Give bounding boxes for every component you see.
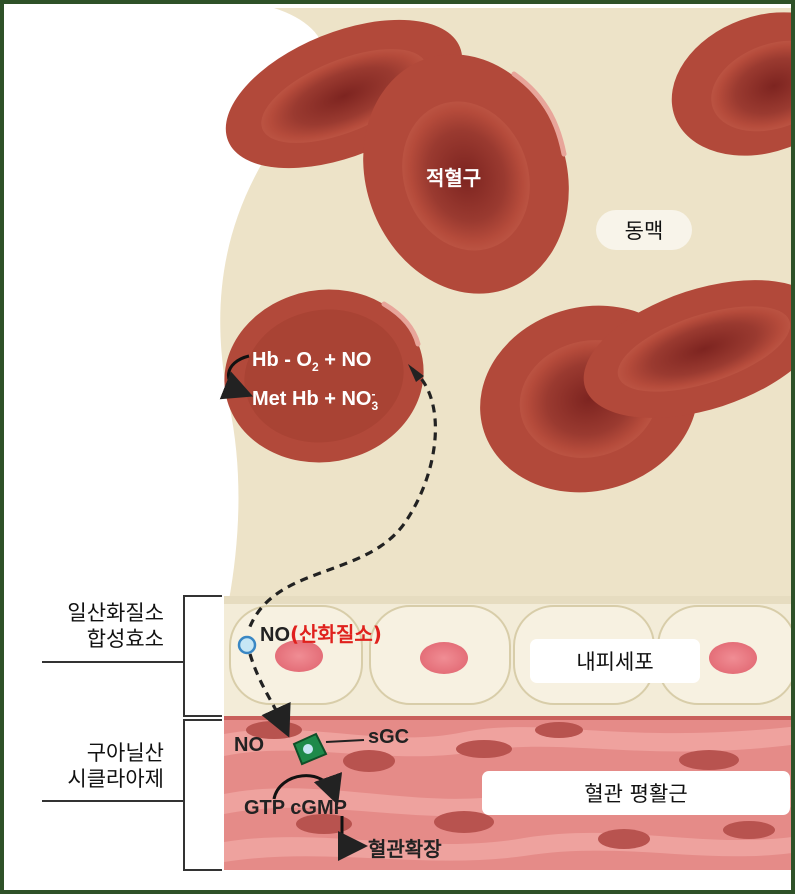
reaction-line-2: Met Hb + NO-3: [252, 386, 379, 413]
guanylate-cyclase-label: 구아닐산 시클라아제: [44, 740, 164, 793]
reaction-line-1: Hb - O2 + NO: [252, 349, 372, 374]
reaction-text: Hb - O2 + NO Met Hb + NO-3: [252, 344, 378, 415]
nos-label: 일산화질소 합성효소: [44, 600, 164, 653]
rbc-reaction: [224, 289, 424, 463]
no-endothelial-label: NO(산화질소): [260, 622, 382, 646]
reaction-cycle-arrow-icon: [219, 354, 254, 400]
no-molecule-icon: [237, 635, 257, 655]
artery-label: 동맥: [596, 210, 692, 250]
rbc-top-right: [671, 12, 791, 156]
vasodilation-label: 혈관확장: [368, 837, 442, 861]
endothelial-label: 내피세포: [530, 639, 700, 683]
gcyc-label-line-1: 구아닐산: [86, 741, 164, 765]
gcyc-label-line-2: 시클라아제: [67, 767, 164, 792]
no-diffusion-arrowhead-icon: [408, 364, 424, 382]
no-muscle-label: NO: [234, 734, 264, 756]
side-brackets: [42, 595, 222, 871]
endothelial-layer: [224, 596, 791, 716]
rbc-label: 적혈구: [426, 166, 482, 190]
gtp-cgmp-arrow-icon: [272, 771, 343, 806]
no-to-muscle-path: [248, 653, 291, 738]
nos-label-line-1: 일산화질소: [67, 601, 164, 625]
rbc-labeled: [363, 54, 569, 294]
sgc-label: sGC: [368, 726, 410, 748]
smooth-muscle-label: 혈관 평활근: [482, 771, 790, 815]
sgc-pointer: [325, 739, 365, 743]
no-diffusion-path: [247, 367, 438, 630]
rbc-far-right: [583, 280, 791, 418]
sgc-enzyme-icon: [292, 732, 328, 766]
gtp-cgmp-label: GTP cGMP: [244, 797, 347, 819]
nos-label-line-2: 합성효소: [86, 627, 164, 652]
vasodilation-arrow-icon: [338, 816, 368, 861]
